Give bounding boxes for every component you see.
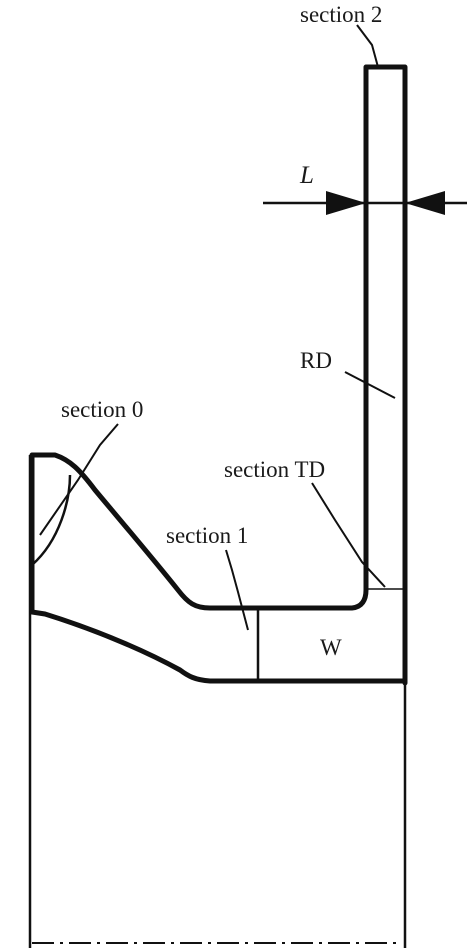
- inlet-arc: [31, 474, 72, 566]
- shroud-profile: [29, 609, 408, 684]
- section-2-leader: [356, 24, 379, 68]
- section-1-leader: [225, 549, 249, 631]
- rd-leader: [344, 371, 396, 399]
- label-rd: RD: [300, 348, 332, 373]
- section-td-leader: [311, 482, 386, 588]
- label-section-2: section 2: [300, 2, 382, 27]
- label-section-1: section 1: [166, 523, 248, 548]
- label-section-0: section 0: [61, 397, 143, 422]
- label-section-td: section TD: [224, 457, 325, 482]
- label-w: W: [320, 635, 342, 660]
- section-0-leader: [39, 423, 119, 536]
- dimension-arrow-left: [326, 191, 366, 215]
- dimension-arrow-right: [405, 191, 445, 215]
- label-length: L: [299, 162, 314, 189]
